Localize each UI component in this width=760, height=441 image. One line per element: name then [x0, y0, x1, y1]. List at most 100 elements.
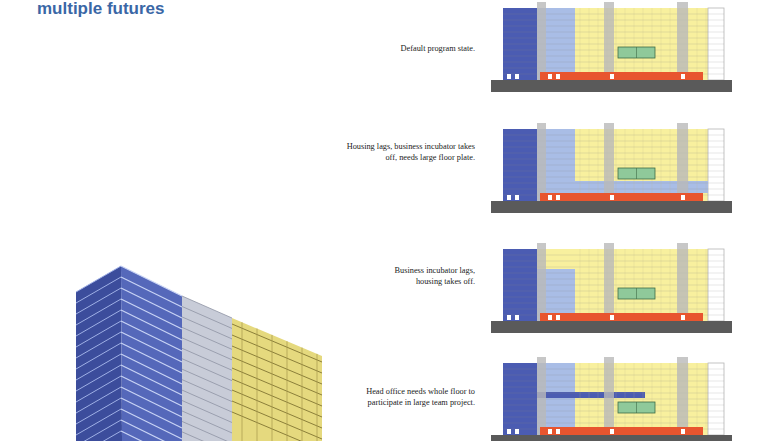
mullion	[598, 363, 599, 427]
balcony-post	[242, 322, 243, 441]
base-door	[556, 315, 560, 320]
ground-slab	[491, 80, 732, 92]
mullion	[670, 249, 671, 313]
floor-edge	[76, 310, 121, 336]
balcony-edge	[232, 368, 322, 406]
floor-edge	[182, 359, 232, 381]
elevation	[491, 243, 732, 333]
mullion	[589, 249, 590, 313]
retail-base	[540, 72, 703, 80]
retail-base	[540, 313, 703, 321]
base-door	[610, 429, 614, 434]
floor-edge	[182, 369, 232, 391]
floor-edge	[76, 398, 121, 424]
floor-edge	[76, 277, 121, 303]
mullion	[697, 363, 698, 427]
core-column	[537, 357, 546, 435]
floor-edge	[76, 321, 121, 347]
balcony-edge	[232, 412, 322, 441]
base-door	[548, 74, 552, 79]
floor-edge	[76, 431, 121, 441]
ground-slab	[491, 321, 732, 333]
mullion	[616, 129, 617, 193]
scenario-caption: Housing lags, business incubator takes o…	[345, 142, 475, 164]
core-column	[677, 357, 688, 435]
core-column	[604, 243, 614, 321]
core-column	[604, 357, 614, 435]
core-column	[537, 2, 546, 80]
mullion	[643, 363, 644, 427]
floor-edge	[76, 332, 121, 358]
green-opening-divider	[636, 168, 637, 179]
base-door	[681, 74, 685, 79]
mullion	[661, 129, 662, 193]
mullion	[661, 249, 662, 313]
core-column	[677, 2, 688, 80]
mullion	[589, 8, 590, 72]
base-door	[556, 74, 560, 79]
core-column	[537, 123, 546, 201]
core-column	[677, 243, 688, 321]
balcony-edge	[232, 324, 322, 362]
elevation	[491, 357, 732, 441]
floor-edge	[182, 432, 232, 441]
middle-front	[182, 296, 232, 441]
base-door	[507, 429, 511, 434]
mullion	[697, 249, 698, 313]
ground-slab	[491, 201, 732, 213]
floor-edge	[182, 338, 232, 360]
mullion	[652, 129, 653, 193]
retail-base	[540, 193, 703, 201]
mullion	[634, 363, 635, 427]
building-render	[76, 266, 322, 441]
floor-edge	[76, 409, 121, 435]
mullion	[625, 129, 626, 193]
mullion	[616, 363, 617, 427]
mullion	[643, 249, 644, 313]
base-door	[556, 429, 560, 434]
balcony-post	[317, 354, 318, 441]
mullion	[589, 129, 590, 193]
floor-edge	[182, 327, 232, 349]
green-opening	[618, 168, 655, 179]
floor-edge	[76, 266, 121, 292]
mullion	[625, 249, 626, 313]
floor-edge	[182, 296, 232, 318]
floor-edge	[76, 343, 121, 369]
floor-edge	[76, 288, 121, 314]
elevation	[491, 2, 732, 92]
floor-edge	[182, 380, 232, 402]
core-column	[604, 123, 614, 201]
scenario-caption: Business incubator lags, housing takes o…	[380, 266, 475, 288]
mullion	[625, 8, 626, 72]
green-opening-divider	[636, 47, 637, 58]
mullion	[598, 8, 599, 72]
base-door	[515, 315, 519, 320]
tower-front	[121, 266, 182, 441]
balcony-post	[302, 348, 303, 441]
core-column	[604, 2, 614, 80]
floor-edge	[182, 306, 232, 328]
base-door	[610, 195, 614, 200]
retail-base	[540, 427, 703, 435]
scenario-caption: Head office needs whole floor to partici…	[359, 387, 475, 409]
base-door	[548, 195, 552, 200]
balcony-edge	[232, 357, 322, 395]
base-door	[610, 315, 614, 320]
base-door	[681, 315, 685, 320]
mullion	[697, 129, 698, 193]
mullion	[580, 8, 581, 72]
floor-edge	[182, 317, 232, 339]
mullion	[589, 363, 590, 427]
floor-edge	[182, 390, 232, 412]
floor-edge	[76, 376, 121, 402]
base-door	[610, 74, 614, 79]
mullion	[652, 363, 653, 427]
green-opening	[618, 402, 655, 413]
mullion	[643, 129, 644, 193]
mullion	[697, 8, 698, 72]
balcony-edge	[232, 401, 322, 439]
balcony-post	[272, 335, 273, 441]
mullion	[652, 249, 653, 313]
